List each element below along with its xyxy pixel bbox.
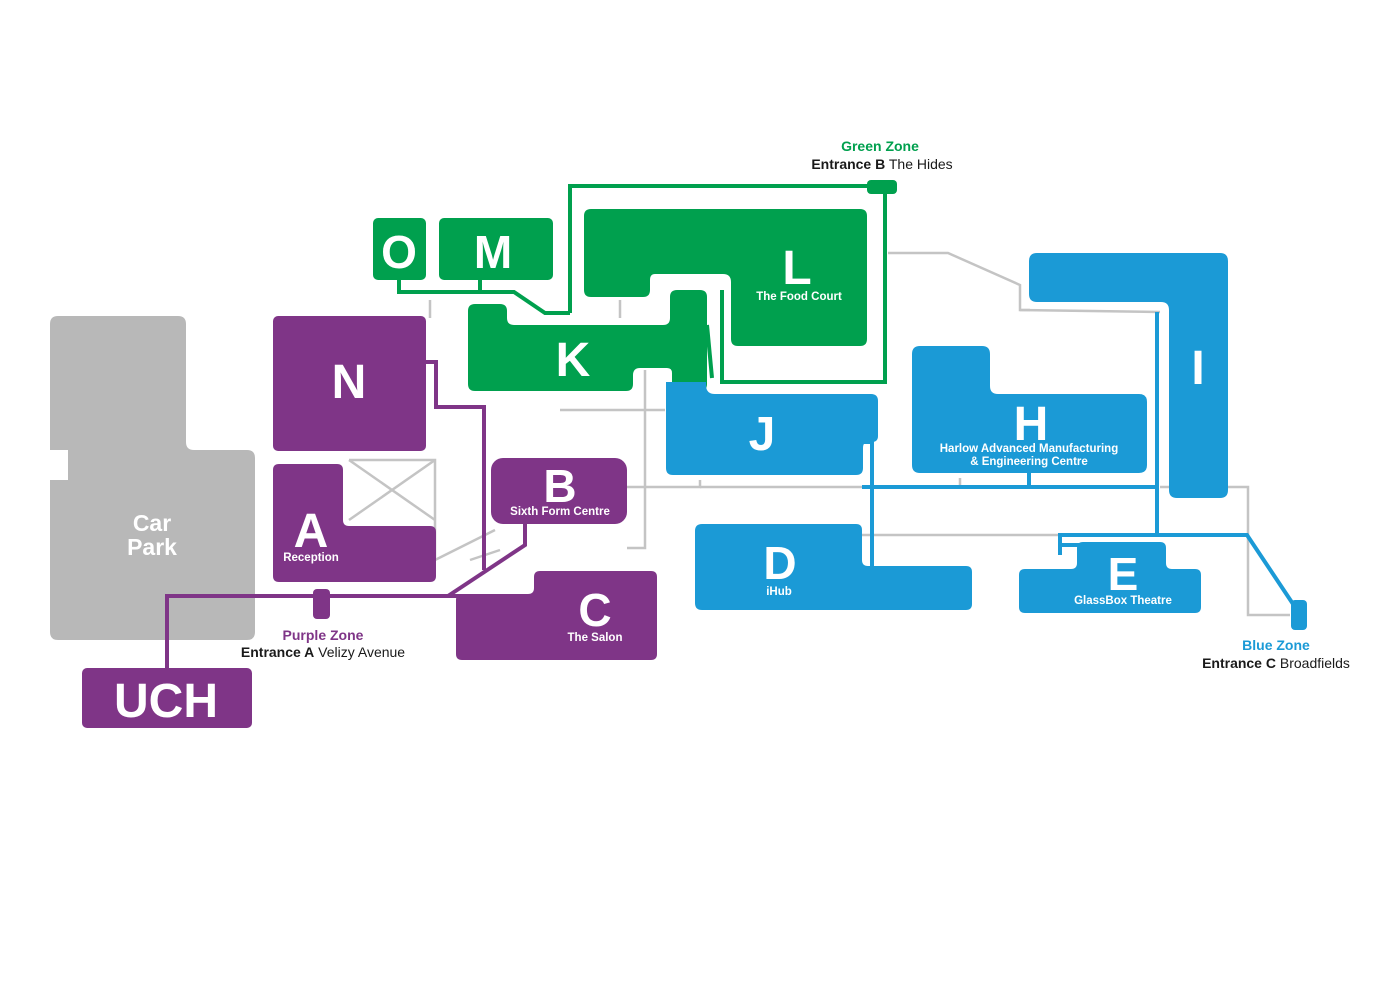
building-o[interactable] (373, 218, 426, 280)
building-o-letter: O (381, 226, 417, 278)
building-m-letter: M (474, 226, 512, 278)
building-n-letter: N (332, 356, 367, 409)
building-j-letter: J (749, 408, 776, 461)
building-l-letter: L (782, 242, 811, 295)
building-c-letter: C (578, 584, 611, 636)
purple-route (165, 360, 534, 668)
blue-zone-entrance: Entrance C Broadfields (1202, 655, 1350, 671)
blue-route (862, 312, 1297, 609)
building-c[interactable] (456, 571, 657, 660)
purple-entrance-marker[interactable] (313, 589, 330, 619)
building-l-name: The Food Court (756, 291, 842, 303)
building-c-name: The Salon (568, 632, 623, 644)
green-zone-title: Green Zone (841, 138, 919, 154)
building-i[interactable] (1029, 253, 1228, 498)
building-h-letter: H (1014, 398, 1049, 451)
building-n[interactable] (273, 316, 426, 451)
building-e-letter: E (1108, 548, 1139, 600)
building-d-letter: D (763, 537, 796, 589)
green-entrance-label: Entrance B (811, 156, 885, 172)
purple-entrance-label: Entrance A (241, 644, 314, 660)
purple-zone-title: Purple Zone (283, 627, 364, 643)
green-route (397, 184, 887, 384)
building-uch[interactable] (82, 668, 252, 728)
building-e[interactable] (1019, 542, 1201, 613)
building-b-letter: B (543, 460, 576, 512)
green-entrance-place: The Hides (889, 156, 953, 172)
building-h-name-line1: Harlow Advanced Manufacturing (940, 443, 1119, 455)
building-uch-letter: UCH (114, 675, 218, 728)
car-park-label-line2: Park (127, 534, 177, 560)
building-a[interactable] (273, 464, 436, 582)
blue-zone-title: Blue Zone (1242, 637, 1310, 653)
building-k[interactable] (468, 290, 707, 391)
building-a-name: Reception (283, 552, 339, 564)
building-m[interactable] (439, 218, 553, 280)
building-d-name: iHub (766, 586, 792, 598)
car-park-label-line1: Car (133, 510, 171, 536)
car-park-building (50, 316, 255, 640)
building-d[interactable] (695, 524, 972, 610)
purple-zone-entrance: Entrance A Velizy Avenue (241, 644, 405, 660)
building-h-name-line2: & Engineering Centre (970, 456, 1088, 468)
walkway-network (348, 251, 1290, 617)
blue-entrance-marker[interactable] (1291, 600, 1307, 630)
building-l[interactable] (584, 209, 867, 346)
building-k-letter: K (556, 334, 591, 387)
building-b-name: Sixth Form Centre (510, 506, 610, 518)
blue-entrance-place: Broadfields (1280, 655, 1350, 671)
green-entrance-marker[interactable] (867, 180, 897, 194)
building-e-name: GlassBox Theatre (1074, 595, 1172, 607)
building-h[interactable] (912, 346, 1147, 473)
building-a-letter: A (294, 505, 329, 558)
building-b[interactable] (491, 458, 627, 524)
purple-entrance-place: Velizy Avenue (318, 644, 405, 660)
blue-entrance-label: Entrance C (1202, 655, 1276, 671)
building-i-letter: I (1191, 342, 1204, 395)
building-j[interactable] (666, 382, 878, 475)
green-zone-entrance: Entrance B The Hides (811, 156, 952, 172)
